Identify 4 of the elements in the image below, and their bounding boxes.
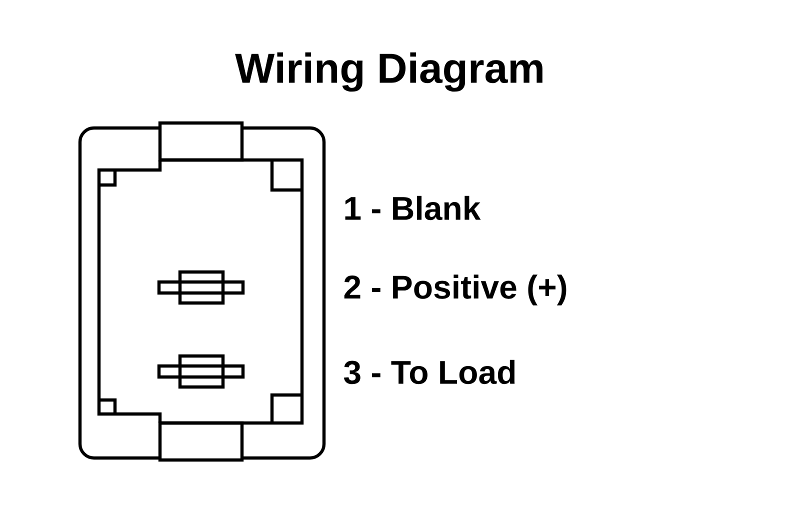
pin-label: 3 - To Load xyxy=(344,360,515,384)
pin-label: 1 - Blank xyxy=(345,196,481,220)
pin-label: 2 - Positive (+) xyxy=(344,274,566,306)
title: Wiring Diagram xyxy=(235,52,542,92)
